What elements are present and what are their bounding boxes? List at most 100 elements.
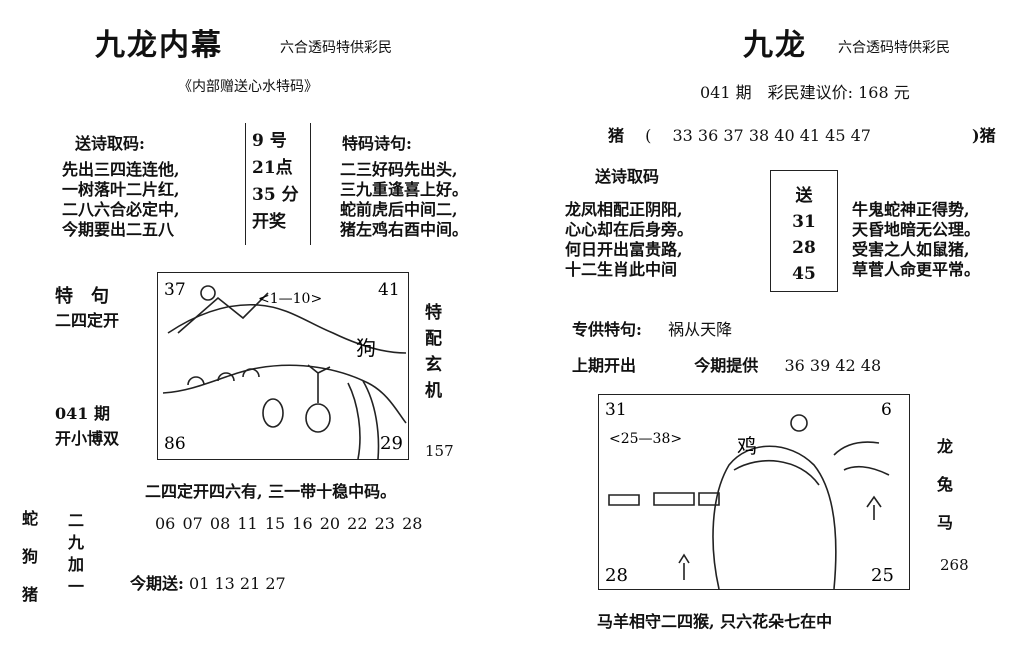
sketch-num-bl: 28 (605, 565, 628, 586)
sketch-shape (262, 398, 284, 428)
today-number: 27 (265, 574, 286, 593)
poem-line: 心心却在后身旁。 (565, 220, 694, 239)
poem-line: 天昏地暗无公理。 (852, 220, 981, 239)
plant-icon (678, 553, 690, 580)
pig-label: 猪 (608, 126, 625, 145)
special-row: 专供特句: 祸从天降 (572, 316, 732, 340)
sun-icon (200, 285, 216, 301)
poem-line: 猪左鸡右酉中间。 (340, 220, 469, 239)
draw-time-column: 9 号 21点 35 分 开奖 (252, 128, 299, 236)
statement: 二四定开四六有, 三一带十稳中码。 (145, 482, 397, 501)
sketch-line (347, 382, 361, 460)
right-sketch: 31 6 <25—38> 鸡 28 25 (598, 394, 910, 590)
left-poem-heading: 送诗取码: (75, 134, 145, 153)
vertical-char: 特 (425, 303, 442, 323)
today-number: 21 (239, 574, 261, 593)
issue-label: 041 期 (55, 404, 110, 423)
number: 08 (209, 514, 231, 533)
sketch-num-br: 29 (380, 433, 403, 454)
vertical-char: 机 (425, 381, 442, 401)
left-slogan: 六合透码特供彩民 (280, 40, 392, 56)
pig-number: 38 (748, 126, 770, 145)
special-poem: 二三好码先出头, 三九重逢喜上好。 蛇前虎后中间二, 猪左鸡右酉中间。 (340, 160, 468, 240)
sketch-num-tr: 41 (378, 280, 400, 300)
poem-line: 二八六合必定中, (62, 200, 180, 219)
sketch-line (733, 460, 820, 486)
issue-value: 开小博双 (55, 429, 120, 448)
poem-line: 何日开出富贵路, (565, 240, 683, 259)
sketch-num-tl: 37 (164, 280, 186, 300)
zodiac: 狗 (22, 547, 39, 566)
right-side-number: 268 (940, 556, 969, 574)
last-label: 上期开出 (572, 356, 637, 375)
poem-line: 蛇前虎后中间二, (340, 200, 458, 219)
zodiac: 猪 (22, 585, 39, 604)
special-poem-heading: 特码诗句: (342, 134, 412, 153)
poem-line: 今期要出二五八 (62, 220, 175, 239)
number-list: 06 07 08 11 15 16 20 22 23 28 (155, 514, 422, 533)
vertical-char: 配 (425, 329, 442, 349)
number: 20 (319, 514, 341, 533)
zodiac: 龙 (937, 437, 954, 456)
sun-icon (790, 414, 808, 432)
sketch-line (177, 292, 269, 334)
pig-number: 33 (672, 126, 693, 145)
vertical-char: 二 (68, 511, 85, 530)
right-poem-left: 龙凤相配正阴阳, 心心却在后身旁。 何日开出富贵路, 十二生肖此中间 (565, 200, 693, 280)
pig-label-end: )猪 (972, 126, 996, 145)
issue-price-line: 041 期 彩民建议价: 168 元 (700, 83, 910, 102)
right-vertical-side: 龙 兔 马 (937, 428, 953, 542)
sketch-line (162, 364, 407, 424)
today-row: 今期送: 01 13 21 27 (130, 570, 286, 594)
sketch-num-br: 25 (871, 565, 894, 586)
pig-number: 47 (850, 126, 871, 145)
number-box: 送 31 28 45 (770, 170, 838, 292)
right-title: 九龙 (743, 28, 807, 63)
zodiac: 马 (937, 513, 954, 532)
special-value: 二四定开 (55, 311, 120, 330)
sketch-num-bl: 86 (164, 434, 186, 454)
right-footer: 马羊相守二四猴, 只六花朵七在中 (597, 612, 833, 631)
sketch-line (167, 303, 407, 354)
sketch-char: 狗 (356, 336, 376, 360)
provide-number: 48 (860, 356, 882, 375)
sketch-range: <1—10> (258, 291, 322, 307)
poem-line: 三九重逢喜上好。 (340, 180, 469, 199)
number: 22 (347, 514, 368, 533)
left-sketch: 37 41 <1—10> 狗 86 29 (157, 272, 409, 460)
divider (245, 123, 246, 245)
poem-line: 先出三四连连他, (62, 160, 180, 179)
poem-line: 龙凤相配正阴阳, (565, 200, 683, 219)
sketch-num-tl: 31 (605, 400, 627, 420)
special-label: 特 句 (55, 286, 109, 307)
number: 28 (402, 514, 423, 533)
number: 11 (237, 514, 258, 533)
right-poem-heading: 送诗取码 (595, 167, 660, 186)
vertical-char: 一 (68, 577, 85, 596)
special-label: 专供特句: (572, 320, 642, 339)
number: 06 (155, 514, 176, 533)
number: 15 (264, 514, 286, 533)
left-title: 九龙内幕 (95, 28, 223, 63)
draw-open: 开奖 (252, 212, 286, 232)
pig-number: 36 (697, 126, 719, 145)
vertical-mid-text: 二 九 加 一 (68, 510, 84, 598)
sketch-line (833, 441, 890, 476)
pig-number: 37 (723, 126, 744, 145)
number: 07 (182, 514, 203, 533)
box-number: 45 (792, 264, 816, 284)
poem-line: 二三好码先出头, (340, 160, 458, 179)
side-number: 157 (425, 442, 454, 460)
plant-icon (866, 495, 882, 520)
vertical-side-text: 特 配 玄 机 (425, 300, 442, 404)
special-value: 祸从天降 (668, 320, 733, 339)
zodiac: 蛇 (22, 509, 39, 528)
provide-number: 42 (835, 356, 856, 375)
sketch-line (362, 380, 380, 460)
sketch-num-tr: 6 (881, 400, 892, 420)
poem-line: 一树落叶二片红, (62, 180, 180, 199)
today-number: 13 (214, 574, 235, 593)
zodiac-column: 蛇 狗 猪 (22, 500, 38, 614)
right-poem-right: 牛鬼蛇神正得势, 天昏地暗无公理。 受害之人如鼠猪, 草菅人命更平常。 (852, 200, 980, 280)
pig-row: 猪 ( 33 36 37 38 40 41 45 47 (608, 126, 871, 145)
